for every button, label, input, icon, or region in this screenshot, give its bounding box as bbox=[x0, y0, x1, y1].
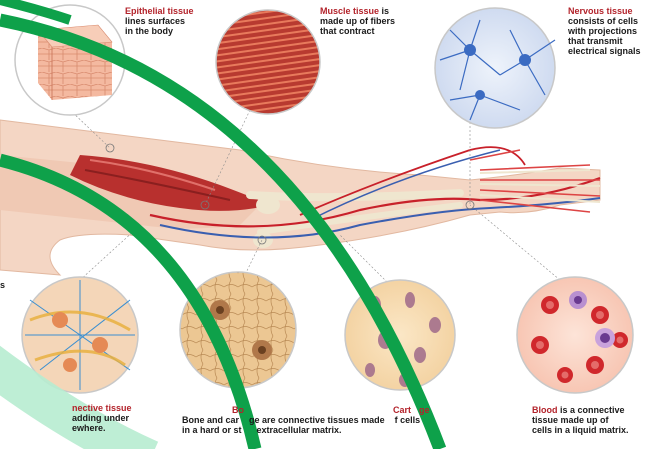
bone-cartilage-caption: Bone and car ge are connective tissues m… bbox=[182, 415, 420, 435]
connective-line1: adding under bbox=[72, 413, 132, 423]
left-edge-label: s bbox=[0, 280, 5, 290]
connective-title: nective tissue bbox=[72, 403, 132, 413]
caption-line1: Bone and car ge are connective tissues m… bbox=[182, 415, 420, 425]
bone-title: Bo bbox=[232, 405, 244, 415]
muscle-title-suffix: is bbox=[379, 6, 389, 16]
cartilage-title-text: Cart bbox=[393, 405, 411, 415]
muscle-title: Muscle tissue bbox=[320, 6, 379, 16]
blood-line1: tissue made up of bbox=[532, 415, 629, 425]
bone-title-text: Bo bbox=[232, 405, 244, 415]
blood-label: Blood is a connective tissue made up of … bbox=[532, 405, 629, 435]
connective-line2: ewhere. bbox=[72, 423, 132, 433]
nervous-line2: with projections bbox=[568, 26, 641, 36]
nervous-line4: electrical signals bbox=[568, 46, 641, 56]
blood-title: Blood bbox=[532, 405, 558, 415]
epithelial-line2: in the body bbox=[125, 26, 194, 36]
muscle-line1: made up of fibers bbox=[320, 16, 395, 26]
muscle-tissue-illustration bbox=[216, 10, 320, 114]
connective-label: nective tissue adding under ewhere. bbox=[72, 403, 132, 433]
nervous-label: Nervous tissue consists of cells with pr… bbox=[568, 6, 641, 56]
nervous-tissue-illustration bbox=[435, 8, 555, 128]
epithelial-line1: lines surfaces bbox=[125, 16, 194, 26]
blood-line2: cells in a liquid matrix. bbox=[532, 425, 629, 435]
nervous-line3: that transmit bbox=[568, 36, 641, 46]
cartilage-title-suffix: ge bbox=[419, 405, 430, 415]
epithelial-title: Epithelial tissue bbox=[125, 6, 194, 16]
caption-line2: in a hard or st extracellular matrix. bbox=[182, 425, 420, 435]
blood-cells-illustration bbox=[517, 277, 633, 393]
muscle-line2: that contract bbox=[320, 26, 395, 36]
nervous-title: Nervous tissue bbox=[568, 6, 633, 16]
muscle-label: Muscle tissue is made up of fibers that … bbox=[320, 6, 395, 36]
nervous-line1: consists of cells bbox=[568, 16, 641, 26]
blood-title-suffix: is a connective bbox=[558, 405, 625, 415]
epithelial-label: Epithelial tissue lines surfaces in the … bbox=[125, 6, 194, 36]
